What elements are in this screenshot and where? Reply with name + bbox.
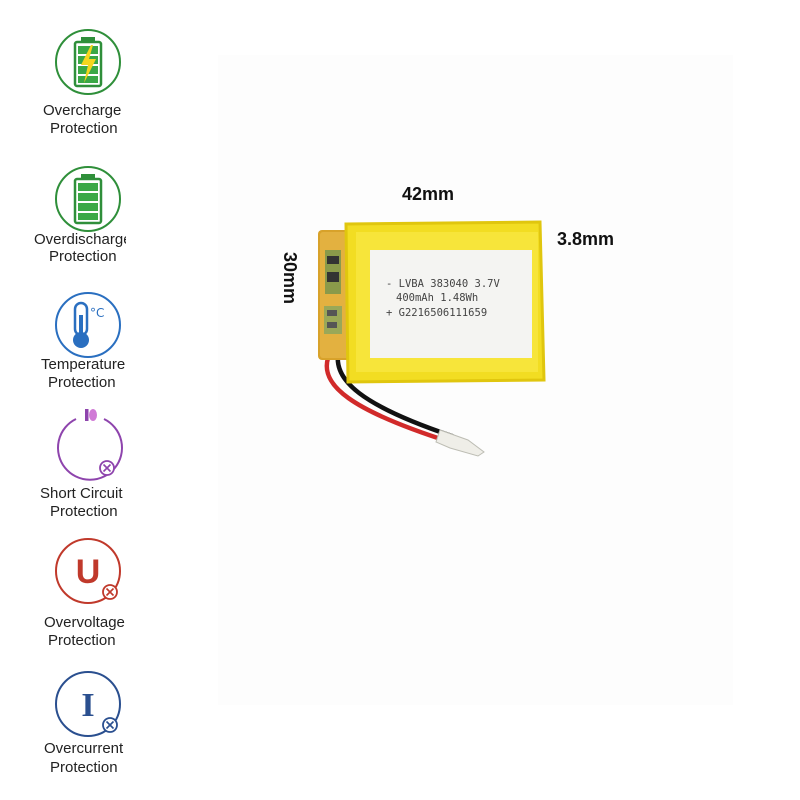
dimension-width: 42mm — [402, 184, 455, 204]
feature-label-line1: Short Circuit — [40, 485, 123, 502]
feature-label-line1: Overcharge — [43, 102, 122, 119]
dimension-thickness: 3.8mm — [557, 229, 615, 249]
battery-label-line1: - LVBA 383040 3.7V — [386, 278, 500, 290]
dimension-height: 30mm — [280, 252, 300, 305]
temperature-unit: °C — [90, 306, 104, 320]
feature-overdischarge: Overdischarge Protection — [0, 165, 170, 285]
battery-label-line2: 400mAh 1.48Wh — [396, 292, 478, 304]
feature-label-line2: Protection — [48, 374, 116, 391]
overcurrent-icon: I — [55, 671, 121, 737]
thermometer-icon: °C — [55, 292, 121, 358]
feature-label-line1: Overvoltage — [44, 614, 125, 631]
feature-overcurrent: I Overcurrent Protection — [0, 670, 170, 790]
voltage-letter: U — [76, 553, 101, 591]
feature-label-line2: Protection — [49, 248, 117, 265]
feature-short-circuit: Short Circuit Protection — [0, 405, 170, 525]
feature-label-line1: Overdischarge — [34, 231, 126, 248]
feature-overcharge: Overcharge Protection — [0, 28, 170, 148]
feature-label-line1: Overcurrent — [44, 740, 124, 757]
feature-label-line2: Protection — [48, 632, 116, 649]
battery-charging-icon — [55, 29, 121, 95]
feature-label-line2: Protection — [50, 120, 118, 137]
current-letter: I — [81, 687, 94, 724]
feature-label-line2: Protection — [50, 759, 118, 776]
features-sidebar: Overcharge Protection Overdischarge Prot… — [0, 0, 170, 800]
feature-temperature: °C Temperature Protection — [0, 291, 170, 411]
feature-label-line1: Temperature — [41, 356, 125, 373]
lipo-battery: - LVBA 383040 3.7V 400mAh 1.48Wh + G2216… — [318, 220, 546, 457]
short-circuit-icon — [57, 409, 123, 481]
battery-label-line3: + G2216506111659 — [386, 307, 487, 319]
overvoltage-icon: U — [55, 538, 121, 604]
feature-label-line2: Protection — [50, 503, 118, 520]
feature-overvoltage: U Overvoltage Protection — [0, 537, 170, 657]
battery-full-icon — [55, 166, 121, 232]
